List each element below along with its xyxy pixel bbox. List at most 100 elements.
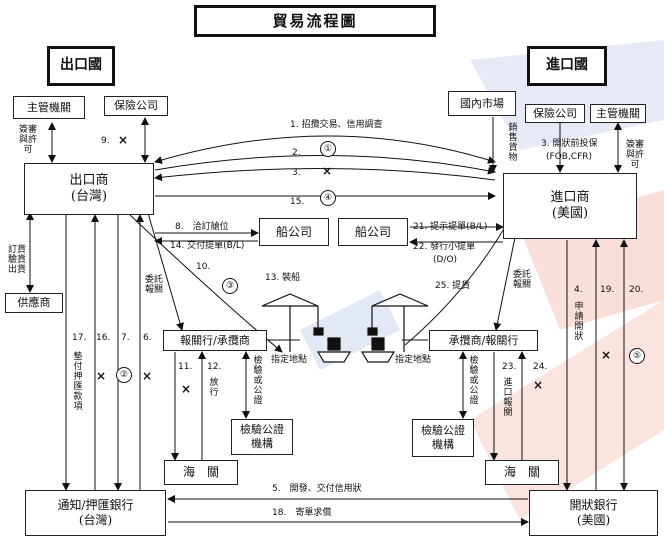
importer-authority-node: 主管機關: [590, 104, 646, 123]
import-customs-label: 海 關: [503, 465, 540, 479]
export-bank-node: 通知/押匯銀行 (台灣): [25, 490, 166, 536]
port-left-label: 指定地點: [271, 355, 308, 365]
step-13-label: 13. 裝船: [265, 273, 301, 283]
shipping-company-export-node: 船公司: [259, 218, 329, 246]
release-label: 放行: [209, 378, 219, 399]
export-inspection-line2: 機構: [251, 437, 273, 450]
export-bank-name: 通知/押匯銀行: [57, 498, 134, 512]
domestic-market-label: 國內市場: [460, 96, 504, 110]
exporter-country: (台灣): [70, 189, 108, 204]
import-inspection-node: 檢驗公證 機構: [412, 419, 474, 457]
step-16-label: 16.: [96, 333, 111, 343]
shipping-company-import-node: 船公司: [338, 218, 408, 246]
importer-node: 進口商 (美國): [503, 173, 637, 239]
exporter-name: 出口商: [69, 172, 109, 188]
commission-left-label: 委託報關: [145, 275, 164, 296]
importer-name: 進口商: [550, 189, 590, 205]
step-2-label: 2.: [292, 148, 301, 158]
step-1-label: 1. 招攬交易、信用調查: [290, 120, 383, 130]
step-8-label: 8. 洽訂艙位: [175, 222, 229, 232]
exporter-node: 出口商 (台灣): [24, 163, 154, 215]
inspection-right-label: 檢驗或公證: [469, 356, 479, 407]
export-broker-label: 報關行/承攬商: [180, 333, 250, 347]
import-inspection-line1: 檢驗公證: [421, 424, 465, 438]
export-customs-label: 海 關: [182, 465, 219, 479]
step-3v-label: 3. 開狀前投保: [541, 139, 598, 149]
sign-approval-left-label: 簽審與許可: [18, 125, 37, 156]
cross-marker-19: ×: [601, 348, 612, 362]
cross-marker-9: ×: [118, 133, 129, 147]
import-bank-node: 開狀銀行 (美國): [529, 490, 658, 536]
importer-authority-label: 主管機關: [596, 106, 640, 120]
advance-payment-label: 墊付押匯款項: [73, 352, 83, 413]
cross-marker-16: ×: [96, 369, 107, 383]
inspection-left-label: 檢驗或公證: [253, 356, 263, 407]
supplier-label: 供應商: [17, 296, 51, 310]
cross-marker-11: ×: [181, 382, 192, 396]
fob-cfr-label: (FOB,CFR): [546, 152, 593, 162]
import-bank-country: (美國): [576, 513, 611, 527]
step-5-label: 5. 開發、交付信用狀: [272, 484, 362, 494]
import-broker-label: 承攬商/報關行: [448, 333, 519, 347]
step-17-label: 17.: [72, 333, 87, 343]
commission-right-label: 委託報關: [513, 270, 532, 291]
step-19-label: 19.: [600, 285, 615, 295]
supplier-node: 供應商: [5, 293, 63, 313]
circle-marker-2: ②: [116, 367, 132, 383]
export-customs-node: 海 關: [164, 460, 238, 485]
cross-marker-3: ×: [322, 164, 333, 178]
import-bank-name: 開狀銀行: [569, 498, 618, 512]
circle-marker-3: ③: [222, 278, 238, 294]
order-inspect-ship-label: 訂貨驗貨出貨: [8, 245, 27, 276]
step-7-label: 7.: [121, 333, 130, 343]
domestic-market-node: 國內市場: [448, 91, 516, 116]
step-9-label: 9.: [101, 136, 110, 146]
sign-approval-right-label: 簽審與許可: [625, 140, 644, 171]
exporter-authority-label: 主管機關: [27, 100, 71, 114]
export-country-header: 出口國: [47, 46, 115, 86]
step-25-label: 25. 提貨: [435, 281, 471, 291]
apply-lc-label: 申請開狀: [574, 302, 584, 343]
importer-country: (美國): [551, 206, 589, 221]
import-country-header: 進口國: [527, 46, 607, 86]
importer-insurer-label: 保險公司: [533, 106, 577, 120]
step-14-label: 14. 交付提單(B/L): [170, 241, 245, 251]
diagram-title-box: 貿易流程圖: [194, 5, 436, 37]
import-inspection-line2: 機構: [432, 438, 454, 451]
import-customs-node: 海 關: [485, 460, 559, 485]
importer-insurer-node: 保險公司: [525, 104, 585, 123]
step-23-label: 23.: [502, 362, 517, 372]
circle-marker-1: ①: [320, 141, 336, 157]
export-broker-node: 報關行/承攬商: [163, 330, 267, 351]
cross-marker-6: ×: [142, 369, 153, 383]
shipping-company-import-label: 船公司: [354, 224, 391, 239]
step-4-label: 4.: [574, 285, 583, 295]
export-inspection-line1: 檢驗公證: [240, 423, 284, 437]
step-15-label: 15.: [290, 197, 305, 207]
step-10-label: 10.: [196, 262, 211, 272]
circle-marker-4: ④: [320, 190, 336, 206]
exporter-insurer-node: 保險公司: [104, 96, 168, 116]
step-11-label: 11.: [178, 362, 193, 372]
step-21-label: 21. 提示提單(B/L): [413, 222, 488, 232]
cross-marker-24: ×: [533, 378, 544, 392]
export-bank-country: (台灣): [78, 513, 113, 527]
import-broker-node: 承攬商/報關行: [429, 330, 538, 351]
import-declare-label: 進口報關: [503, 378, 513, 419]
exporter-insurer-label: 保險公司: [114, 99, 158, 113]
export-inspection-node: 檢驗公證 機構: [231, 419, 293, 455]
step-20-label: 20.: [629, 285, 644, 295]
step-12-label: 12.: [207, 362, 222, 372]
export-country-label: 出口國: [60, 57, 102, 74]
step-22-label: 22. 發行小提單: [413, 242, 476, 252]
circle-marker-5: ⑤: [629, 348, 645, 364]
port-right-label: 指定地點: [395, 355, 432, 365]
diagram-title: 貿易流程圖: [272, 11, 358, 30]
step-6-label: 6.: [143, 333, 152, 343]
shipping-company-export-label: 船公司: [275, 224, 312, 239]
exporter-authority-node: 主管機關: [13, 96, 85, 119]
step-24-label: 24.: [533, 362, 548, 372]
sell-goods-label: 銷售貨物: [508, 123, 518, 164]
import-country-label: 進口國: [546, 57, 588, 74]
